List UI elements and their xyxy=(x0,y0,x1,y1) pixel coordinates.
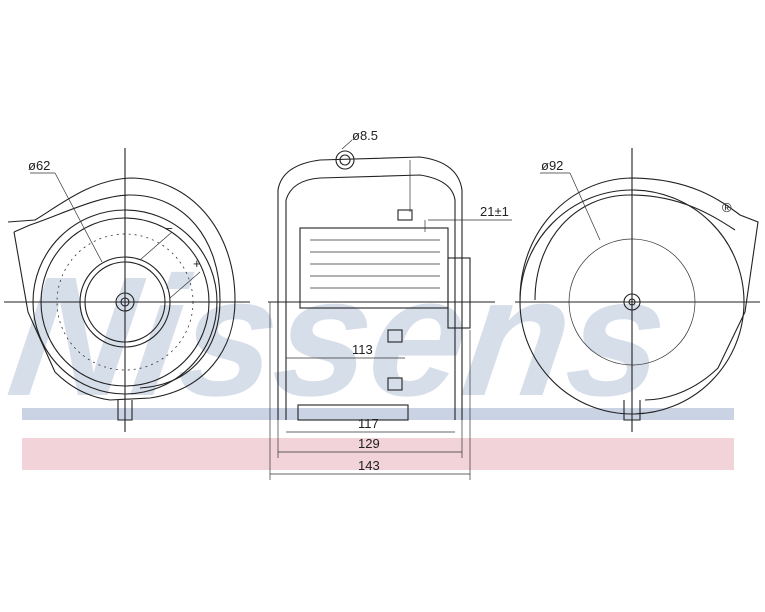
watermark-blue-band xyxy=(22,408,734,420)
watermark-text: Nissens xyxy=(0,242,678,432)
dim-129-label: 129 xyxy=(358,436,380,451)
left-view: ø62 – + xyxy=(4,148,250,432)
watermark-pink-band xyxy=(22,438,734,470)
dim-143-label: 143 xyxy=(358,458,380,473)
hole-8-5-label: ø8.5 xyxy=(352,128,378,143)
diameter-62-label: ø62 xyxy=(28,158,50,173)
offset-21-label: 21±1 xyxy=(480,204,509,219)
registered-mark: ® xyxy=(722,200,732,215)
front-view: 21±1 ø8.5 113 117 129 143 xyxy=(268,128,512,480)
right-view: ø92 xyxy=(515,148,760,432)
minus-terminal-label: – xyxy=(165,220,173,235)
diameter-92-label: ø92 xyxy=(541,158,563,173)
dim-117-label: 117 xyxy=(358,416,379,431)
plus-terminal-label: + xyxy=(193,256,201,271)
dim-113-label: 113 xyxy=(352,342,373,357)
